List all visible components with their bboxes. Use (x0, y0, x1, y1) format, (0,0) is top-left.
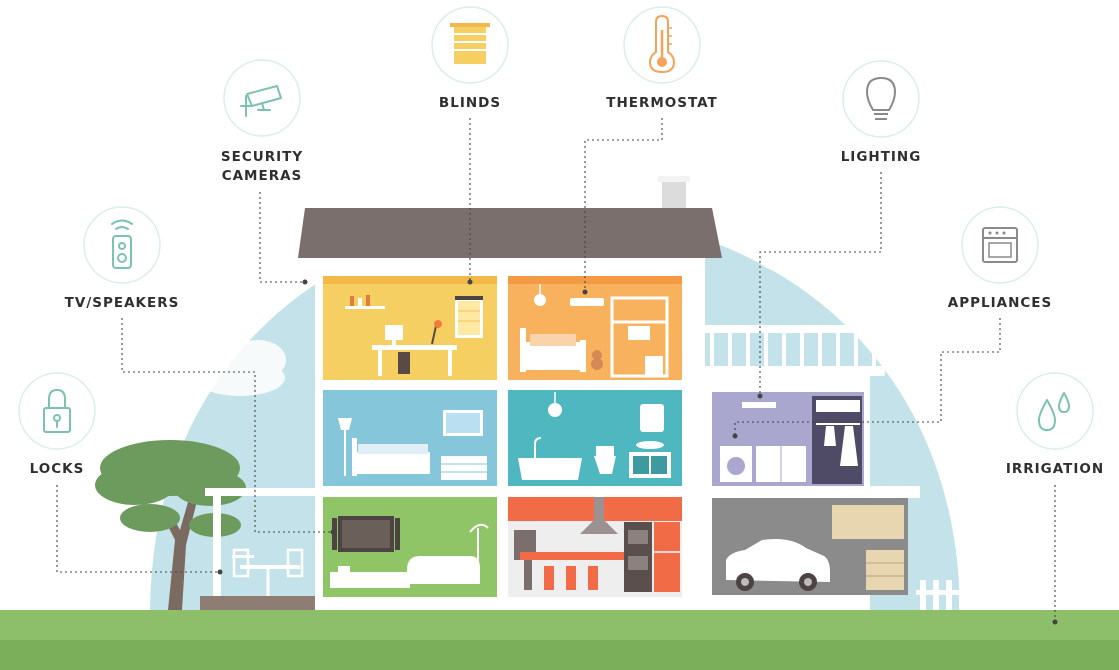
roof (298, 208, 722, 258)
leader-lighting (759, 172, 882, 396)
bedroom-details (338, 410, 487, 480)
leader-security-cameras (259, 192, 305, 283)
label-thermostat: THERMOSTAT (606, 95, 718, 111)
thermometer-icon (623, 6, 701, 84)
blinds-icon (431, 6, 509, 84)
bathroom-details (518, 392, 671, 480)
label-security-cameras-2: CAMERAS (222, 168, 303, 184)
label-locks: LOCKS (30, 461, 85, 477)
cloud-left (193, 340, 286, 396)
living-details (330, 516, 489, 588)
oven-icon (961, 206, 1039, 284)
speaker-remote-icon (83, 206, 161, 284)
balcony-bars (710, 333, 876, 366)
chimney (662, 178, 686, 210)
label-blinds: BLINDS (439, 95, 501, 111)
bedroom-furniture (520, 284, 669, 378)
porch (200, 488, 325, 610)
security-camera-icon (223, 59, 301, 137)
label-tv-speakers: TV/SPEAKERS (65, 295, 180, 311)
label-lighting: LIGHTING (841, 149, 922, 165)
leader-tv-speakers (121, 318, 333, 533)
leader-locks (56, 485, 220, 573)
fence (916, 580, 1008, 610)
laundry-details (720, 400, 860, 482)
light-bulb-icon (842, 60, 920, 138)
leader-appliances (734, 318, 1001, 436)
label-irrigation: IRRIGATION (1006, 461, 1104, 477)
kitchen-details (514, 497, 680, 592)
leader-lines (56, 118, 1058, 625)
office-furniture (345, 295, 483, 376)
garage-details (726, 505, 904, 591)
water-drops-icon (1016, 372, 1094, 450)
label-security-cameras-1: SECURITY (221, 149, 303, 165)
balcony-railing (705, 325, 885, 333)
cloud-right (758, 208, 868, 276)
leader-thermostat (584, 118, 663, 292)
lock-icon (18, 372, 96, 450)
grass-shade (0, 640, 1119, 670)
label-appliances: APPLIANCES (948, 295, 1052, 311)
